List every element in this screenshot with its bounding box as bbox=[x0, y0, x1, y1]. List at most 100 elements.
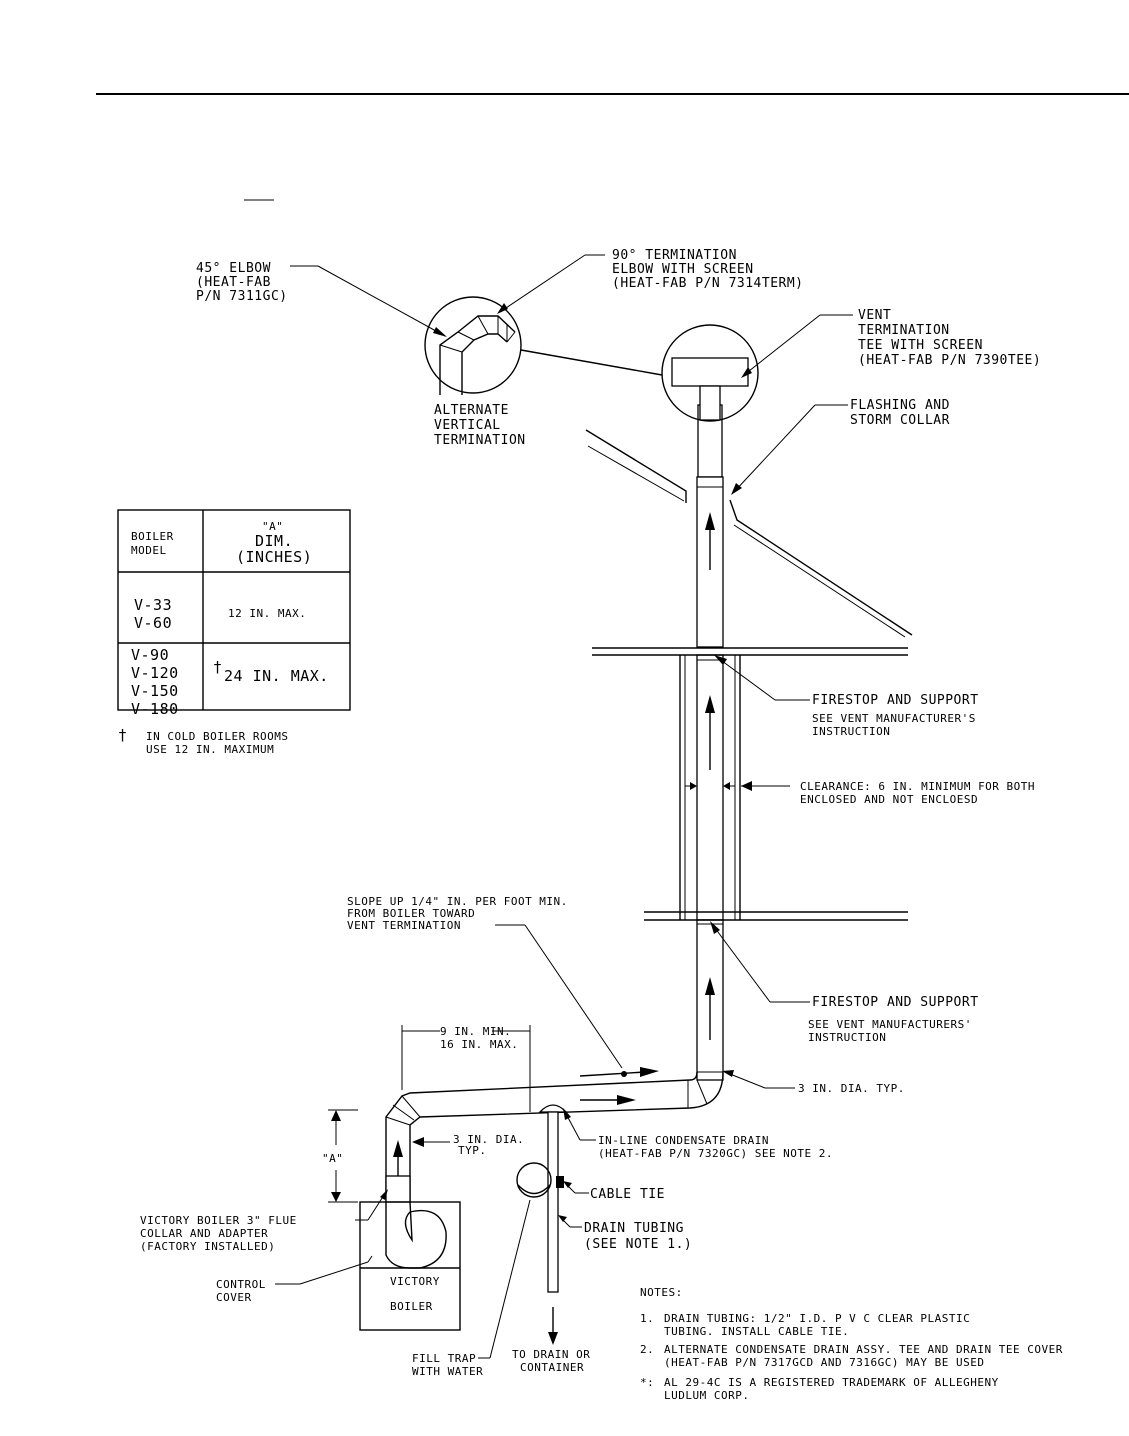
svg-text:V-180: V-180 bbox=[131, 700, 179, 718]
svg-text:TERMINATION: TERMINATION bbox=[858, 323, 950, 338]
svg-text:IN COLD BOILER ROOMS: IN COLD BOILER ROOMS bbox=[146, 730, 288, 743]
label-3in-dia-main: 3 IN. DIA. TYP. bbox=[798, 1082, 905, 1095]
svg-text:V-150: V-150 bbox=[131, 682, 179, 700]
svg-text:45° ELBOW: 45° ELBOW bbox=[196, 261, 271, 276]
svg-text:CONTAINER: CONTAINER bbox=[520, 1361, 584, 1374]
boiler: VICTORY BOILER bbox=[359, 1201, 461, 1331]
svg-text:VICTORY: VICTORY bbox=[390, 1275, 440, 1288]
enclosure bbox=[592, 647, 908, 921]
svg-text:(HEAT-FAB P/N 7317GCD AND 7316: (HEAT-FAB P/N 7317GCD AND 7316GC) MAY BE… bbox=[664, 1356, 985, 1369]
svg-text:WITH WATER: WITH WATER bbox=[412, 1365, 483, 1378]
svg-text:ALTERNATE: ALTERNATE bbox=[434, 403, 509, 418]
svg-text:USE 12 IN. MAXIMUM: USE 12 IN. MAXIMUM bbox=[146, 743, 274, 756]
label-flue-collar: VICTORY BOILER 3" FLUE COLLAR AND ADAPTE… bbox=[140, 1214, 297, 1253]
leader-lines bbox=[275, 254, 853, 1359]
svg-text:ENCLOSED AND NOT ENCLOESD: ENCLOSED AND NOT ENCLOESD bbox=[800, 793, 978, 806]
svg-text:ALTERNATE CONDENSATE DRAIN ASS: ALTERNATE CONDENSATE DRAIN ASSY. TEE AND… bbox=[664, 1343, 1063, 1356]
label-firestop-lower: FIRESTOP AND SUPPORT SEE VENT MANUFACTUR… bbox=[808, 995, 979, 1044]
svg-text:1.: 1. bbox=[640, 1312, 654, 1325]
svg-text:MODEL: MODEL bbox=[131, 544, 167, 557]
label-drain-tubing: DRAIN TUBING (SEE NOTE 1.) bbox=[584, 1221, 692, 1252]
svg-text:†: † bbox=[118, 726, 128, 744]
svg-text:CLEARANCE: 6 IN. MINIMUM FOR B: CLEARANCE: 6 IN. MINIMUM FOR BOTH bbox=[800, 780, 1035, 793]
svg-text:INSTRUCTION: INSTRUCTION bbox=[812, 725, 890, 738]
svg-text:TUBING. INSTALL CABLE TIE.: TUBING. INSTALL CABLE TIE. bbox=[664, 1325, 849, 1338]
label-alternate-vertical: ALTERNATE VERTICAL TERMINATION bbox=[434, 403, 525, 448]
svg-text:(HEAT-FAB P/N 7314TERM): (HEAT-FAB P/N 7314TERM) bbox=[612, 276, 804, 291]
svg-text:BOILER: BOILER bbox=[131, 530, 174, 543]
label-to-drain: TO DRAIN OR CONTAINER bbox=[512, 1348, 590, 1374]
a-dimension: "A" bbox=[322, 1109, 358, 1203]
label-firestop-upper: FIRESTOP AND SUPPORT SEE VENT MANUFACTUR… bbox=[812, 693, 979, 738]
label-inline-drain: IN-LINE CONDENSATE DRAIN (HEAT-FAB P/N 7… bbox=[598, 1134, 833, 1160]
svg-text:V-60: V-60 bbox=[134, 614, 172, 632]
svg-text:VERTICAL: VERTICAL bbox=[434, 418, 501, 433]
svg-text:24 IN. MAX.: 24 IN. MAX. bbox=[224, 667, 329, 685]
vent-tee-detail bbox=[661, 324, 759, 422]
svg-text:SEE VENT MANUFACTURER'S: SEE VENT MANUFACTURER'S bbox=[812, 712, 976, 725]
label-45-elbow: 45° ELBOW (HEAT-FAB P/N 7311GC) bbox=[196, 261, 288, 304]
svg-text:"A": "A" bbox=[262, 520, 283, 533]
svg-text:IN-LINE CONDENSATE DRAIN: IN-LINE CONDENSATE DRAIN bbox=[598, 1134, 769, 1147]
svg-text:(SEE NOTE 1.): (SEE NOTE 1.) bbox=[584, 1237, 692, 1252]
svg-text:INSTRUCTION: INSTRUCTION bbox=[808, 1031, 886, 1044]
label-control-cover: CONTROL COVER bbox=[216, 1278, 266, 1304]
svg-text:NOTES:: NOTES: bbox=[640, 1286, 683, 1299]
label-vent-tee: VENT TERMINATION TEE WITH SCREEN (HEAT-F… bbox=[858, 308, 1041, 368]
svg-text:TEE WITH SCREEN: TEE WITH SCREEN bbox=[858, 338, 983, 353]
alternate-elbow-detail bbox=[424, 296, 663, 395]
label-fill-trap: FILL TRAP WITH WATER bbox=[412, 1352, 483, 1378]
svg-text:FILL TRAP: FILL TRAP bbox=[412, 1352, 476, 1365]
svg-text:(INCHES): (INCHES) bbox=[236, 548, 312, 566]
svg-text:SEE VENT MANUFACTURERS': SEE VENT MANUFACTURERS' bbox=[808, 1018, 972, 1031]
svg-text:TYP.: TYP. bbox=[458, 1144, 487, 1157]
condensate-drain bbox=[516, 1104, 568, 1345]
svg-text:16 IN. MAX.: 16 IN. MAX. bbox=[440, 1038, 518, 1051]
svg-text:TO DRAIN OR: TO DRAIN OR bbox=[512, 1348, 590, 1361]
svg-text:(HEAT-FAB P/N 7390TEE): (HEAT-FAB P/N 7390TEE) bbox=[858, 353, 1041, 368]
label-cable-tie: CABLE TIE bbox=[590, 1187, 665, 1202]
label-3in-dia-small: 3 IN. DIA. TYP. bbox=[453, 1133, 524, 1157]
notes: NOTES: 1. DRAIN TUBING: 1/2" I.D. P V C … bbox=[640, 1286, 1063, 1402]
table-footnote: † IN COLD BOILER ROOMS USE 12 IN. MAXIMU… bbox=[118, 726, 288, 756]
svg-text:CONTROL: CONTROL bbox=[216, 1278, 266, 1291]
svg-text:FROM BOILER TOWARD: FROM BOILER TOWARD bbox=[347, 907, 475, 920]
svg-text:3 IN. DIA.: 3 IN. DIA. bbox=[453, 1133, 524, 1146]
svg-text:*:: *: bbox=[640, 1376, 654, 1389]
svg-text:V-120: V-120 bbox=[131, 664, 179, 682]
svg-text:SLOPE UP 1/4" IN. PER FOOT MIN: SLOPE UP 1/4" IN. PER FOOT MIN. bbox=[347, 895, 568, 908]
svg-text:VENT: VENT bbox=[858, 308, 891, 323]
svg-text:(HEAT-FAB P/N 7320GC) SEE NOTE: (HEAT-FAB P/N 7320GC) SEE NOTE 2. bbox=[598, 1147, 833, 1160]
svg-text:12 IN. MAX.: 12 IN. MAX. bbox=[228, 607, 306, 620]
svg-text:"A": "A" bbox=[322, 1152, 343, 1165]
label-flashing: FLASHING AND STORM COLLAR bbox=[850, 398, 950, 428]
svg-text:P/N 7311GC): P/N 7311GC) bbox=[196, 289, 288, 304]
label-clearance: CLEARANCE: 6 IN. MINIMUM FOR BOTH ENCLOS… bbox=[800, 780, 1035, 806]
svg-text:BOILER: BOILER bbox=[390, 1300, 433, 1313]
svg-text:(FACTORY INSTALLED): (FACTORY INSTALLED) bbox=[140, 1240, 275, 1253]
svg-text:†: † bbox=[213, 658, 223, 676]
roof bbox=[585, 429, 913, 638]
svg-text:DIM.: DIM. bbox=[255, 532, 293, 550]
label-90-termination: 90° TERMINATION ELBOW WITH SCREEN (HEAT-… bbox=[612, 248, 804, 291]
svg-text:VICTORY BOILER 3" FLUE: VICTORY BOILER 3" FLUE bbox=[140, 1214, 297, 1227]
svg-text:(HEAT-FAB: (HEAT-FAB bbox=[196, 275, 271, 290]
svg-text:COVER: COVER bbox=[216, 1291, 252, 1304]
svg-text:FLASHING AND: FLASHING AND bbox=[850, 398, 950, 413]
svg-text:LUDLUM CORP.: LUDLUM CORP. bbox=[664, 1389, 749, 1402]
svg-text:V-90: V-90 bbox=[131, 646, 169, 664]
horizontal-vent-pipe bbox=[385, 1067, 724, 1203]
svg-text:STORM COLLAR: STORM COLLAR bbox=[850, 413, 950, 428]
dimension-table: BOILER MODEL "A" DIM. (INCHES) V-33 V-60… bbox=[117, 509, 351, 718]
label-slope: SLOPE UP 1/4" IN. PER FOOT MIN. FROM BOI… bbox=[347, 895, 568, 932]
svg-text:DRAIN TUBING: DRAIN TUBING bbox=[584, 1221, 684, 1236]
min-max-dimension: 9 IN. MIN. 16 IN. MAX. bbox=[401, 1025, 531, 1090]
svg-text:AL 29-4C IS A REGISTERED TRADE: AL 29-4C IS A REGISTERED TRADEMARK OF AL… bbox=[664, 1376, 999, 1389]
svg-text:FIRESTOP AND SUPPORT: FIRESTOP AND SUPPORT bbox=[812, 693, 979, 708]
svg-text:VENT TERMINATION: VENT TERMINATION bbox=[347, 919, 461, 932]
svg-text:COLLAR AND ADAPTER: COLLAR AND ADAPTER bbox=[140, 1227, 268, 1240]
svg-text:V-33: V-33 bbox=[134, 596, 172, 614]
svg-text:FIRESTOP AND SUPPORT: FIRESTOP AND SUPPORT bbox=[812, 995, 979, 1010]
svg-text:2.: 2. bbox=[640, 1343, 654, 1356]
